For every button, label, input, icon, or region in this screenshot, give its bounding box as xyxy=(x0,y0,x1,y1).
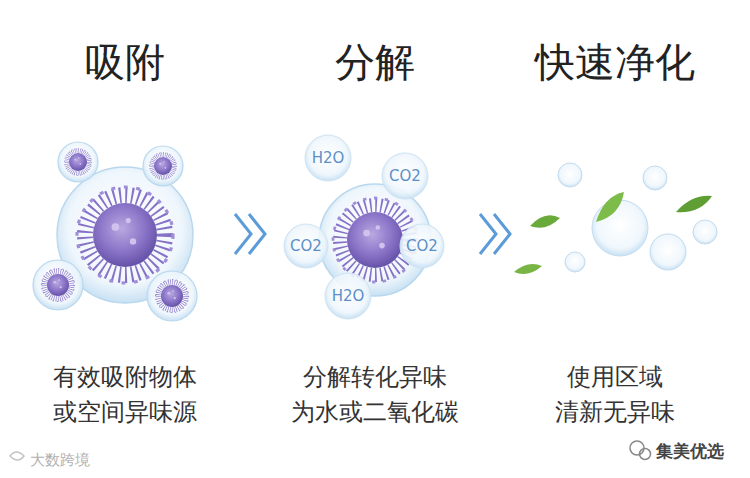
stage-column: 快速净化使用区域 清新无异味 xyxy=(520,38,710,430)
stage-column: 分解分解转化异味 为水或二氧化碳 xyxy=(280,38,470,430)
chemical-label: CO2 xyxy=(290,237,322,255)
stage-caption: 有效吸附物体 或空间异味源 xyxy=(30,360,220,430)
stage-column: 吸附有效吸附物体 或空间异味源 xyxy=(30,38,220,430)
watermark: 集美优选 xyxy=(656,440,724,463)
chemical-label: H2O xyxy=(312,149,345,167)
chevron-arrow xyxy=(220,214,280,254)
chemical-label: H2O xyxy=(332,287,365,305)
chevron-arrow xyxy=(470,214,520,254)
chemical-label: CO2 xyxy=(389,167,421,185)
stage-caption: 使用区域 清新无异味 xyxy=(520,360,710,430)
stage-caption: 分解转化异味 为水或二氧化碳 xyxy=(280,360,470,430)
stage-title: 快速净化 xyxy=(535,38,695,86)
stage-title: 吸附 xyxy=(85,38,165,86)
svg-text:​: ​ xyxy=(6,453,7,469)
watermark: 大数跨境 xyxy=(30,451,90,470)
stage-title: 分解 xyxy=(335,38,415,86)
chemical-label: CO2 xyxy=(406,237,438,255)
